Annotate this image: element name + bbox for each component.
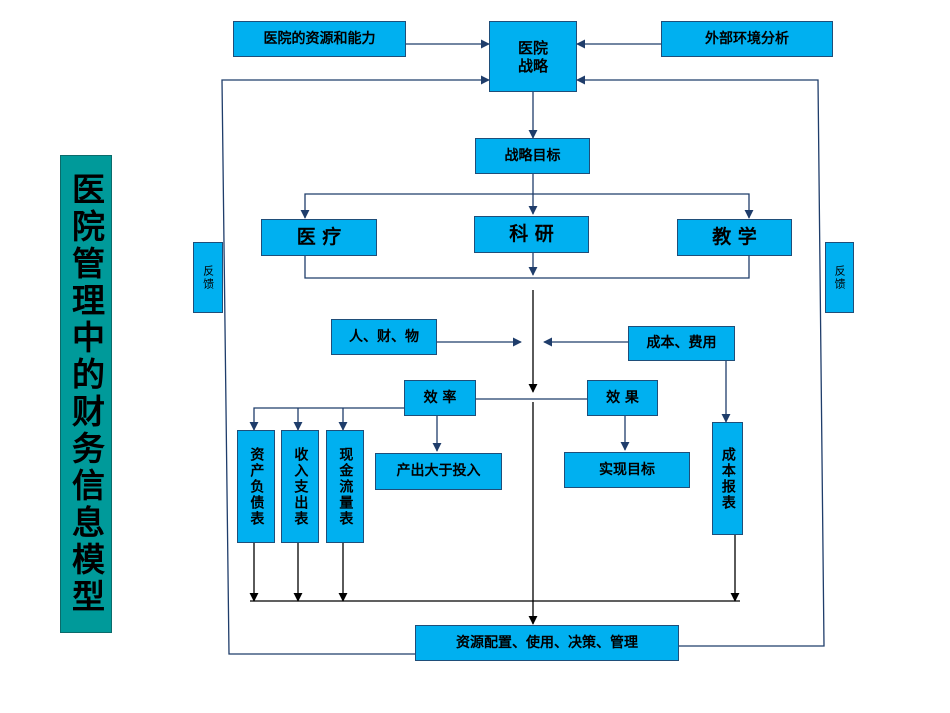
node-inputs: 人、财、物	[331, 319, 437, 355]
edge-feedback-right	[576, 75, 825, 647]
edge-medical-merge	[304, 256, 750, 279]
node-resource-allocation: 资源配置、使用、决策、管理	[415, 625, 679, 661]
node-efficiency: 效 率	[404, 380, 476, 416]
edge-goal-medical	[300, 193, 533, 219]
node-cost-report-label: 成本报表	[719, 446, 736, 511]
node-external-environment: 外部环境分析	[661, 21, 833, 57]
edge-goal-teaching	[533, 193, 754, 219]
node-feedback-left: 反馈	[193, 242, 223, 313]
node-cash-flow: 现金流量表	[326, 430, 364, 543]
node-achieve-goal-label: 实现目标	[599, 461, 655, 478]
node-strategic-goal: 战略目标	[475, 138, 590, 174]
node-balance-sheet: 资产负债表	[237, 430, 275, 543]
page-title: 医院管理中的财务信息模型	[60, 155, 112, 633]
node-resources-capability: 医院的资源和能力	[233, 21, 406, 57]
edge-feedback-left	[221, 75, 490, 655]
node-feedback-left-label: 反馈	[201, 264, 215, 291]
node-hospital-strategy: 医院战略	[489, 21, 577, 92]
node-medical: 医 疗	[261, 219, 377, 256]
node-cash-flow-label: 现金流量表	[337, 446, 354, 527]
node-research-label: 科 研	[509, 223, 554, 246]
node-income-statement: 收入支出表	[281, 430, 319, 543]
node-inputs-label: 人、财、物	[349, 328, 419, 345]
node-external-environment-label: 外部环境分析	[705, 30, 789, 47]
node-income-statement-label: 收入支出表	[292, 446, 309, 527]
node-research: 科 研	[474, 216, 589, 253]
node-teaching: 教 学	[677, 219, 792, 256]
node-cost-fee-label: 成本、费用	[646, 335, 717, 352]
node-achieve-goal: 实现目标	[564, 452, 690, 488]
node-feedback-right: 反馈	[825, 242, 854, 313]
node-resource-allocation-label: 资源配置、使用、决策、管理	[456, 634, 638, 651]
node-hospital-strategy-label: 医院战略	[517, 38, 548, 75]
node-balance-sheet-label: 资产负债表	[248, 446, 265, 527]
node-effect-label: 效 果	[606, 389, 639, 406]
node-cost-fee: 成本、费用	[628, 326, 735, 361]
node-strategic-goal-label: 战略目标	[504, 147, 561, 164]
node-feedback-right-label: 反馈	[833, 264, 847, 291]
node-medical-label: 医 疗	[296, 226, 342, 249]
title-text: 医院管理中的财务信息模型	[66, 172, 106, 616]
node-efficiency-label: 效 率	[423, 389, 457, 406]
edge-efficiency-reports	[249, 407, 404, 431]
node-output-exceeds-input: 产出大于投入	[375, 453, 502, 490]
node-resources-capability-label: 医院的资源和能力	[263, 30, 376, 47]
node-cost-report: 成本报表	[712, 422, 743, 535]
node-teaching-label: 教 学	[712, 226, 757, 249]
node-output-exceeds-input-label: 产出大于投入	[396, 463, 481, 480]
node-effect: 效 果	[587, 380, 658, 416]
